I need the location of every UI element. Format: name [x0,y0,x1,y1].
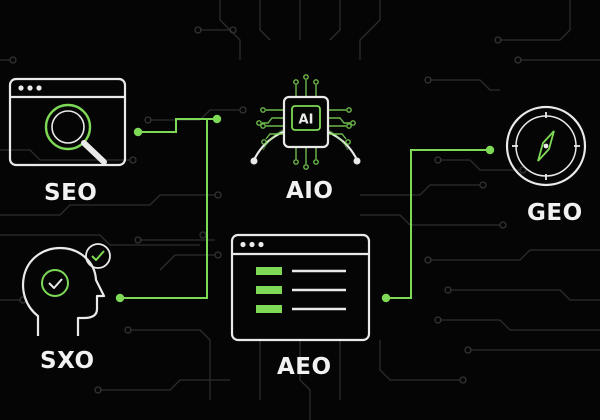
connector-sxo-aeo [115,119,208,303]
geo-compass-icon [505,105,587,187]
seo-label: SEO [44,180,98,206]
connector-seo-aeo [133,114,222,137]
aio-chip-traces [256,74,356,170]
sxo-label: SXO [40,348,95,374]
geo-label: GEO [527,200,583,226]
ai-chip-text: AI [299,113,314,128]
aeo-browser-list-icon [230,233,371,342]
sxo-head-check-icon [21,243,111,336]
ai-chip-icon: AI [282,95,330,149]
aio-label: AIO [286,178,334,204]
seo-browser-search-icon [8,77,127,167]
connector-aeo-geo [381,145,495,303]
aeo-label: AEO [277,354,332,380]
circuit-background-pads [9,26,527,394]
